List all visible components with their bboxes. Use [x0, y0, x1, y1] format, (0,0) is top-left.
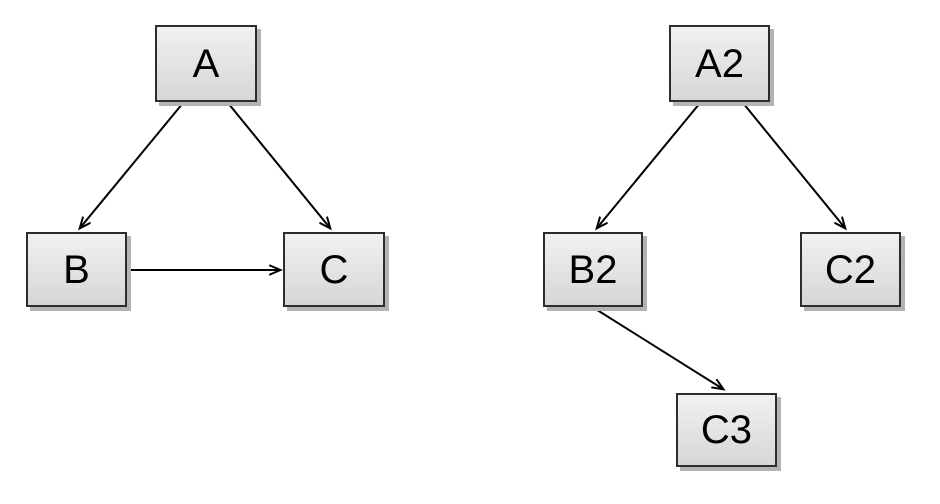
node-C2[interactable]: C2 [800, 232, 901, 307]
edge-B2-C3[interactable] [593, 307, 723, 389]
edge-A-B[interactable] [80, 102, 184, 228]
node-label-A: A [192, 41, 220, 86]
node-C[interactable]: C [283, 232, 385, 307]
edge-A2-C2[interactable] [742, 102, 845, 228]
node-C3[interactable]: C3 [676, 393, 777, 467]
node-label-C: C [319, 247, 349, 292]
node-label-A2: A2 [695, 41, 744, 86]
node-B2[interactable]: B2 [543, 232, 643, 307]
edge-A-C[interactable] [227, 102, 330, 228]
node-A[interactable]: A [155, 25, 257, 102]
node-A2[interactable]: A2 [669, 25, 770, 102]
node-label-C3: C3 [700, 408, 753, 452]
node-label-B2: B2 [568, 247, 618, 292]
node-label-C2: C2 [824, 247, 877, 292]
edge-A2-B2[interactable] [597, 102, 701, 228]
node-label-B: B [63, 247, 90, 292]
node-B[interactable]: B [26, 232, 127, 307]
